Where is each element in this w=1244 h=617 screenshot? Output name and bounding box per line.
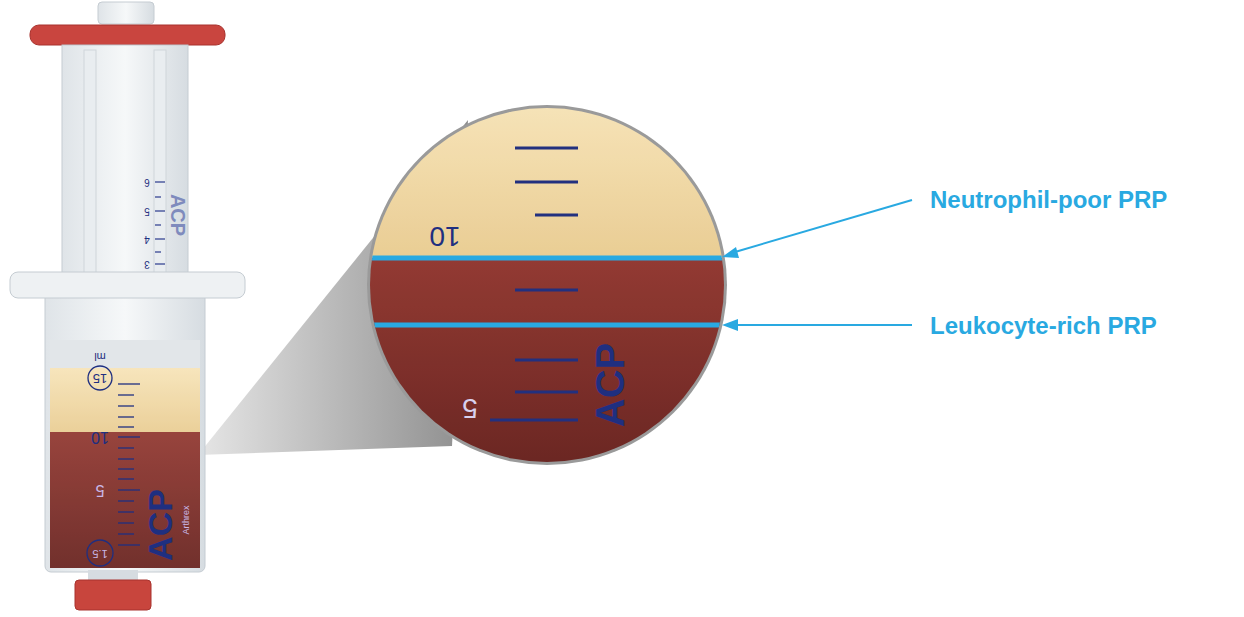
scale-number: 5 — [96, 482, 105, 498]
magnified-view — [515, 391, 578, 394]
scale-number: 10 — [91, 429, 109, 445]
leader-arrow — [722, 247, 739, 258]
scale-number: 15 — [93, 372, 107, 385]
syringe-barrel — [118, 522, 134, 523]
syringe-barrel — [45, 288, 205, 572]
brand-mark: ACP — [143, 489, 177, 561]
syringe-plunger — [98, 2, 154, 24]
syringe-barrel — [118, 489, 140, 490]
scale-number: 3 — [144, 259, 150, 269]
scale-number: 4 — [144, 234, 150, 244]
syringe-plunger — [155, 210, 165, 211]
magnified-scale-number: 10 — [429, 222, 460, 250]
syringe-barrel — [118, 533, 134, 534]
syringe-plunger — [155, 263, 165, 264]
syringe-barrel — [10, 272, 245, 572]
luer-tip — [75, 570, 151, 610]
syringe-barrel — [118, 394, 134, 395]
syringe-barrel — [10, 272, 245, 298]
syringe-plunger — [155, 224, 161, 225]
leader-arrow — [722, 319, 738, 331]
syringe-barrel — [118, 426, 134, 427]
magnified-view — [535, 214, 578, 217]
syringe-barrel — [88, 366, 112, 390]
syringe-plunger — [155, 181, 165, 182]
callout-label: Leukocyte-rich PRP — [930, 314, 1157, 338]
syringe-barrel — [118, 447, 134, 448]
leader-arrow — [735, 200, 912, 252]
leader-arrow — [722, 200, 912, 331]
brand-name: Arthrex — [182, 505, 191, 534]
magnified-view — [515, 359, 578, 362]
syringe-barrel — [118, 478, 134, 479]
syringe-barrel — [50, 340, 200, 370]
scale-number: 6 — [144, 177, 150, 187]
syringe-barrel — [118, 436, 140, 437]
syringe-plunger — [30, 25, 225, 45]
syringe-barrel — [87, 540, 113, 566]
magnified-brand-mark: ACP — [590, 343, 630, 427]
syringe-plunger — [154, 50, 166, 280]
magnified-view — [360, 100, 740, 470]
magnified-scale-number: 5 — [462, 394, 478, 422]
callout-label: Neutrophil-poor PRP — [930, 188, 1167, 212]
syringe-barrel — [118, 544, 140, 545]
scale-number: 5 — [144, 206, 150, 216]
magnified-view — [360, 100, 740, 470]
magnified-view — [360, 256, 740, 261]
syringe-plunger — [155, 251, 161, 252]
syringe-plunger — [155, 196, 161, 197]
syringe-plunger — [30, 2, 225, 285]
syringe-plunger — [155, 238, 165, 239]
unit-label: ml — [94, 351, 106, 362]
syringe-plunger — [84, 50, 96, 280]
magnified-view — [515, 147, 578, 150]
luer-tip — [75, 580, 151, 610]
syringe-barrel — [118, 405, 134, 406]
brand-mark: ACP — [168, 194, 188, 236]
magnified-view — [515, 289, 578, 292]
syringe-plunger — [155, 182, 165, 264]
magnified-view — [515, 181, 578, 184]
scale-number: 1.5 — [92, 548, 107, 559]
leader-arrow — [736, 324, 912, 326]
syringe-barrel — [50, 368, 200, 568]
syringe-barrel — [118, 511, 134, 512]
syringe-plunger — [62, 45, 188, 285]
syringe-barrel — [118, 383, 140, 384]
syringe-barrel — [118, 468, 134, 469]
syringe-barrel — [118, 500, 134, 501]
magnified-view — [360, 100, 740, 470]
syringe-barrel — [118, 416, 134, 417]
magnified-view — [490, 148, 578, 420]
magnified-view — [360, 323, 740, 328]
magnified-view — [490, 419, 578, 422]
syringe-barrel — [118, 458, 134, 459]
syringe-barrel — [118, 384, 140, 545]
